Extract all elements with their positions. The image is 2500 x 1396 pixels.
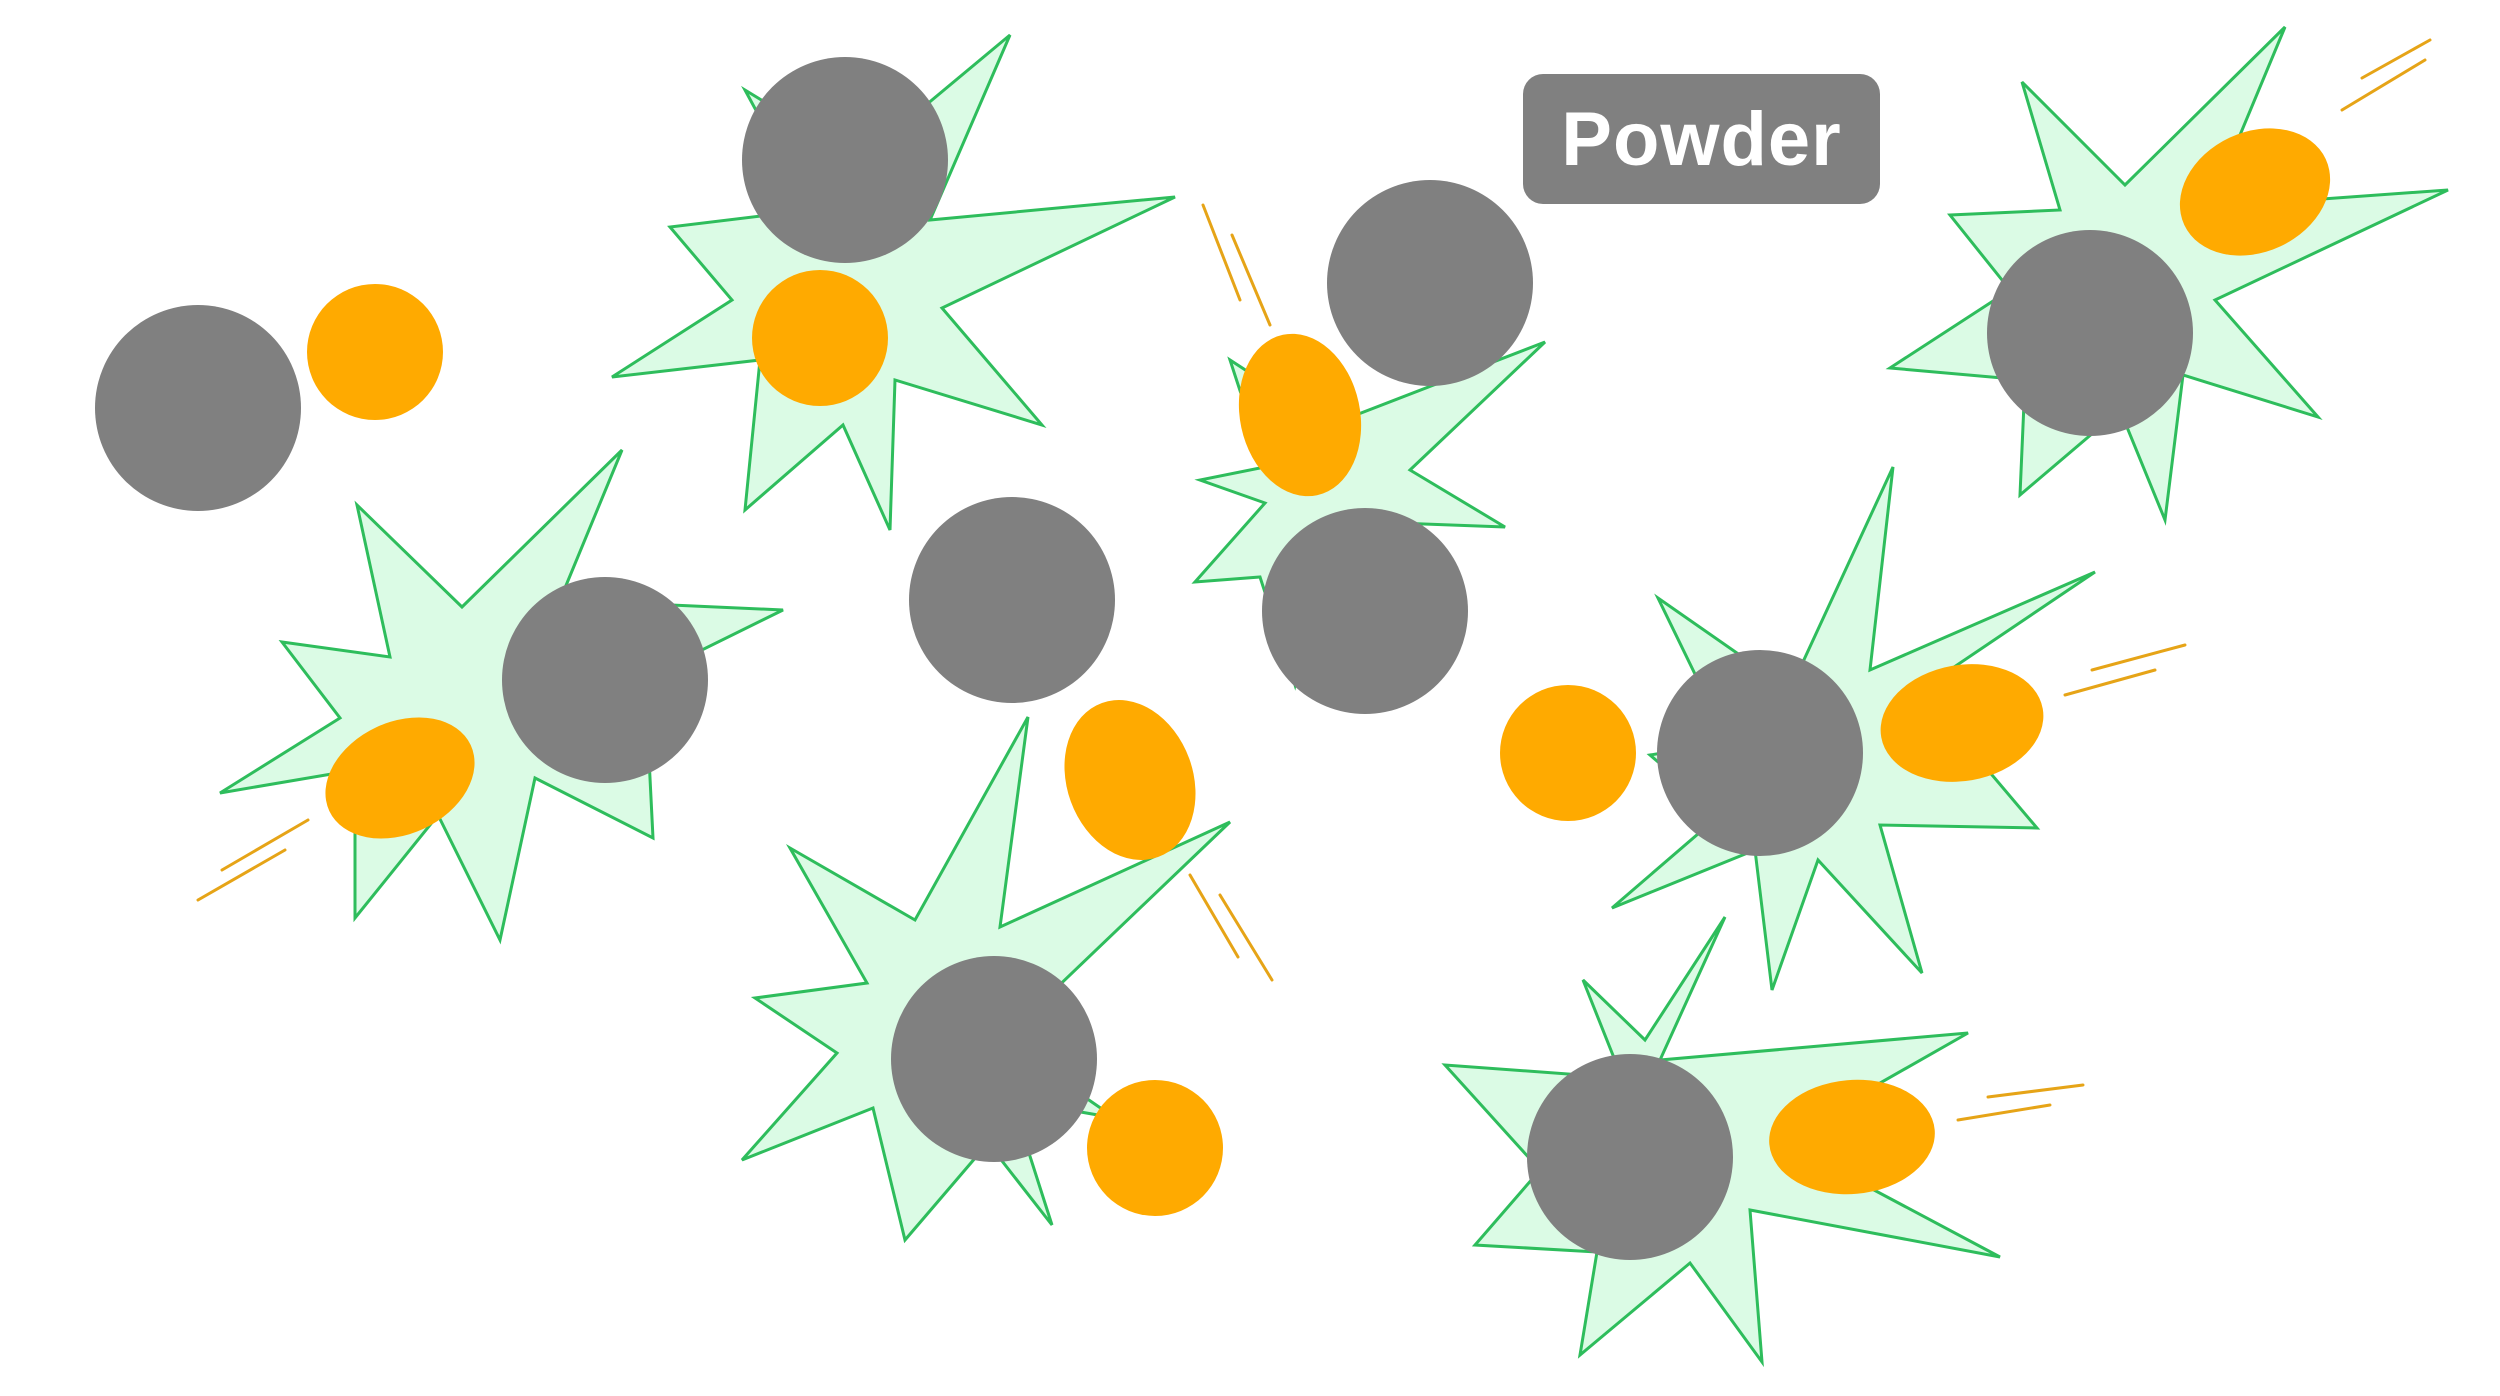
motion-line <box>1986 1083 2085 1099</box>
orange-particle <box>2179 128 2331 256</box>
motion-line <box>1230 233 1272 327</box>
motion-line <box>196 848 287 902</box>
motion-line <box>1956 1103 2052 1122</box>
powder-label-text: Powder <box>1561 96 1842 182</box>
motion-lines-layer <box>196 38 2432 1122</box>
orange-particle <box>1880 664 2044 782</box>
gray-particle <box>502 577 708 783</box>
motion-line <box>1201 203 1242 302</box>
motion-line <box>220 818 310 872</box>
motion-line <box>2360 38 2432 80</box>
gray-particle <box>1987 230 2193 436</box>
motion-line <box>2063 668 2157 697</box>
gray-particle <box>909 497 1115 703</box>
gray-particle <box>1327 180 1533 386</box>
gray-particle <box>891 956 1097 1162</box>
orange-particle <box>1769 1079 1935 1195</box>
orange-particle <box>1500 685 1636 821</box>
motion-line <box>1218 893 1274 982</box>
orange-particle <box>325 717 475 839</box>
powder-label: Powder <box>1523 74 1880 204</box>
gray-particle <box>1657 650 1863 856</box>
motion-line <box>1188 873 1240 959</box>
orange-particle <box>1064 699 1196 861</box>
gray-particle <box>1262 508 1468 714</box>
orange-particle <box>1238 333 1362 497</box>
gray-particles-layer <box>95 57 2193 1260</box>
orange-particles-layer <box>307 128 2331 1216</box>
gray-particle <box>95 305 301 511</box>
gray-particle <box>742 57 948 263</box>
gray-particle <box>1527 1054 1733 1260</box>
orange-particle <box>752 270 888 406</box>
motion-line <box>2340 58 2427 112</box>
orange-particle <box>1087 1080 1223 1216</box>
orange-particle <box>307 284 443 420</box>
motion-line <box>2090 643 2187 672</box>
